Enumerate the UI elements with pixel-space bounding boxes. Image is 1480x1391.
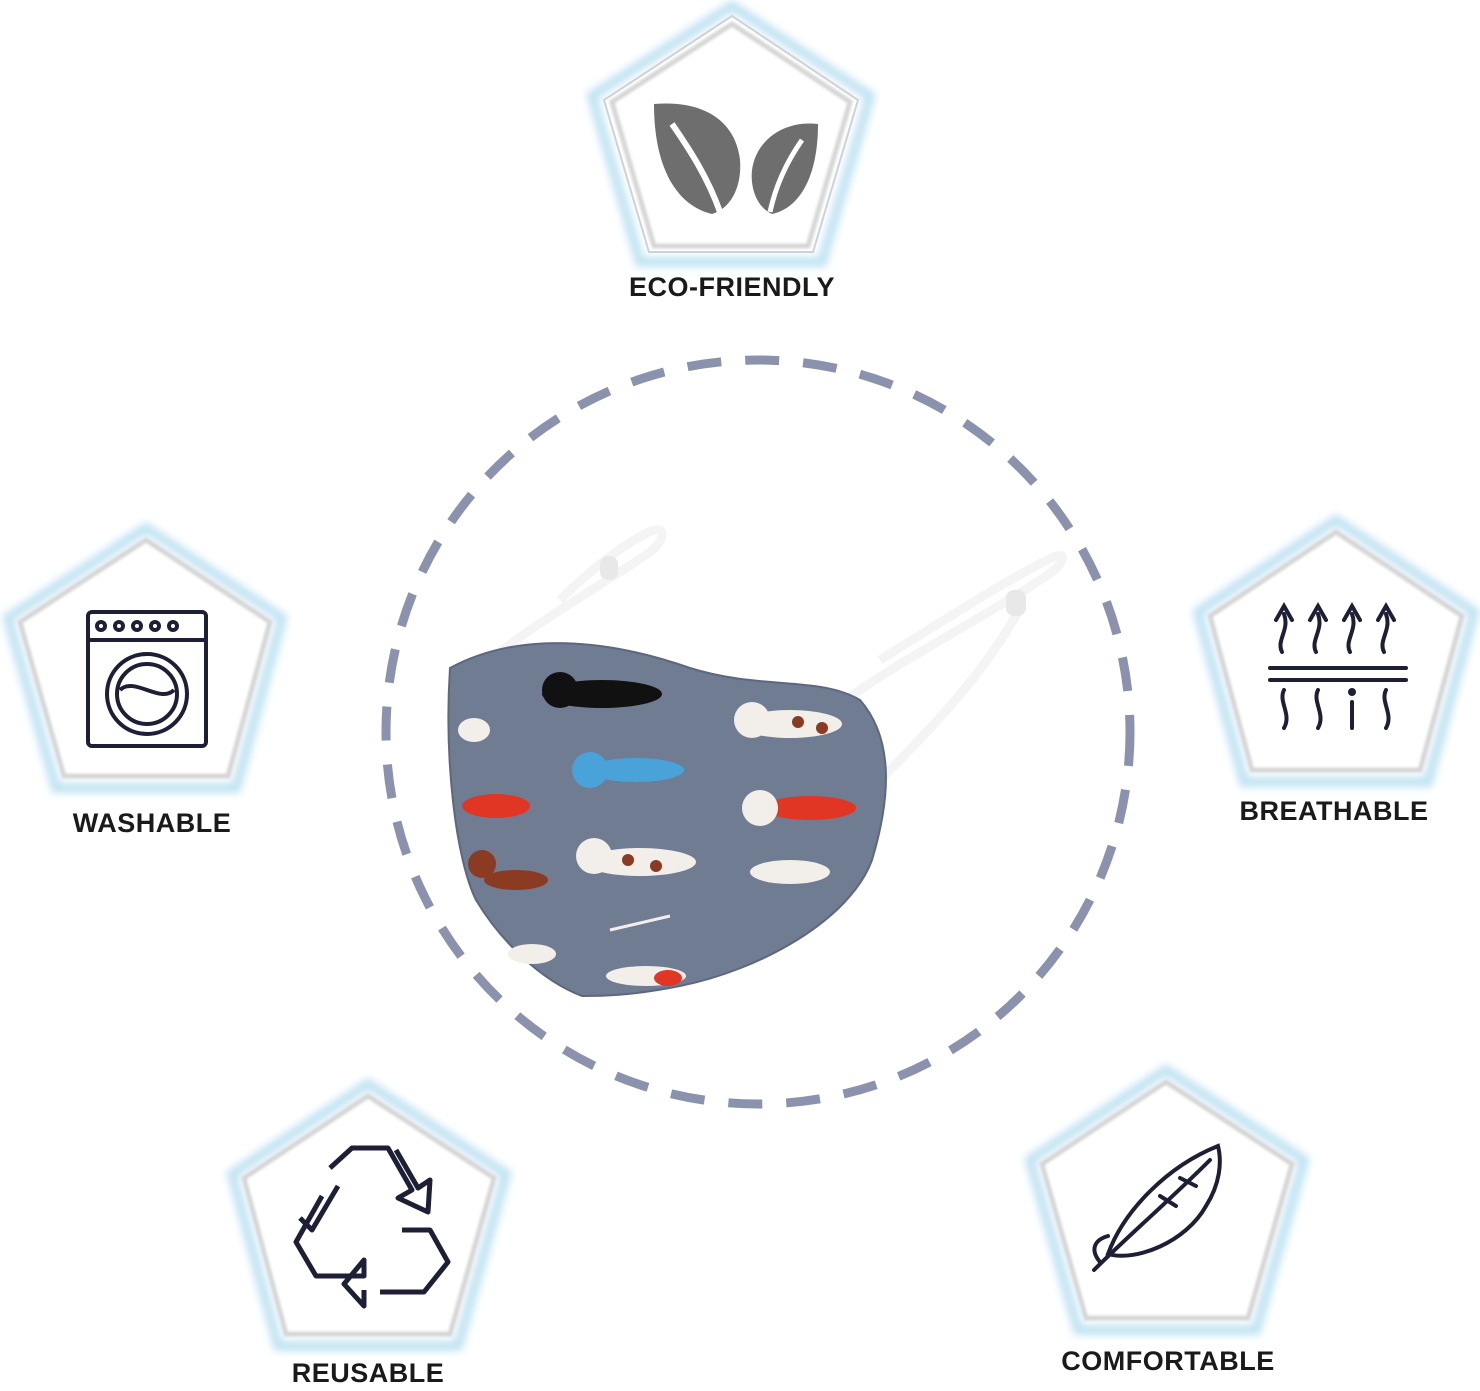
feature-label-reusable: REUSABLE [291, 1358, 445, 1388]
feature-label-comfortable: COMFORTABLE [1061, 1346, 1275, 1376]
pentagon-eco-friendly [586, 0, 876, 267]
feature-label-breathable: BREATHABLE [1239, 796, 1429, 826]
pentagon-breathable [1192, 513, 1480, 787]
feather-icon [1092, 1143, 1222, 1272]
face-mask-image [447, 525, 1067, 998]
pentagon-washable [2, 522, 288, 793]
airflow-arrows-icon [1268, 601, 1408, 730]
cat-print-pattern [458, 672, 856, 986]
leaf-pair-icon [654, 103, 818, 214]
washing-machine-icon [86, 610, 208, 748]
dashed-circle [381, 355, 1135, 1109]
feature-label-washable: WASHABLE [72, 808, 232, 838]
pentagon-comfortable [1024, 1064, 1310, 1335]
pentagon-reusable [226, 1078, 512, 1351]
recycle-icon [293, 1145, 451, 1309]
feature-label-eco-friendly: ECO-FRIENDLY [628, 272, 836, 302]
